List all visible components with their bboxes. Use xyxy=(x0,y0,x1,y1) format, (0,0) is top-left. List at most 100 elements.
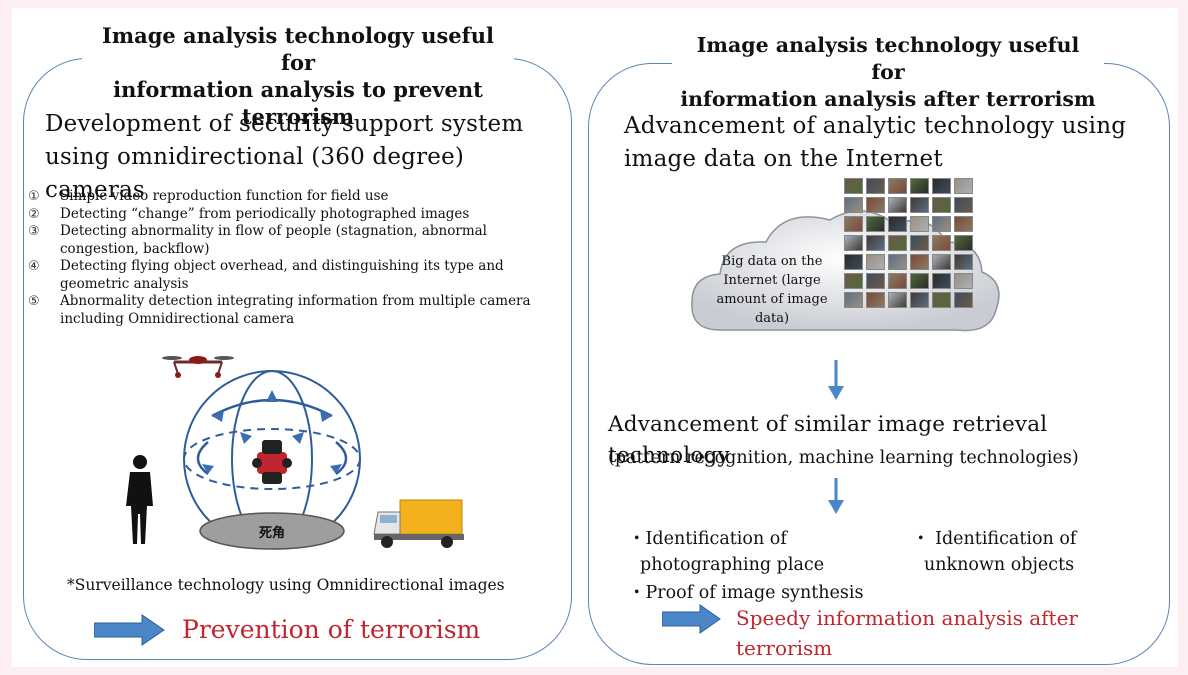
image-thumbnail xyxy=(888,178,907,194)
step2-heading: Advancement of similar image retrieval t… xyxy=(608,412,1048,468)
down-arrow-icon xyxy=(828,478,844,514)
image-thumbnail xyxy=(844,197,863,213)
image-thumbnail xyxy=(932,254,951,270)
drone-icon xyxy=(162,356,234,378)
image-thumbnail xyxy=(954,178,973,194)
illustration-caption: *Surveillance technology using Omnidirec… xyxy=(67,576,505,594)
left-heading-line2: using omnidirectional (360 degree) camer… xyxy=(45,144,465,203)
item-text: Simple video reproduction function for f… xyxy=(60,188,389,204)
right-title-line2: information analysis after terrorism xyxy=(680,87,1096,111)
image-thumbnail xyxy=(866,292,885,308)
truck-icon xyxy=(373,499,464,548)
item-text: Abnormality detection integrating inform… xyxy=(60,293,531,309)
cloud-line1: Big data on the xyxy=(721,254,823,269)
image-thumbnail xyxy=(888,254,907,270)
diagram-canvas: Image analysis technology useful for inf… xyxy=(12,8,1178,667)
item-number: ③ xyxy=(28,224,40,239)
image-thumbnail xyxy=(866,197,885,213)
bullet1-line1: ・Identification of xyxy=(628,529,787,549)
right-panel-title: Image analysis technology useful for inf… xyxy=(672,32,1104,113)
bullet-unknown-objects: ・ Identification of unknown objects xyxy=(912,526,1076,578)
image-thumbnail xyxy=(844,235,863,251)
item-text: Detecting abnormality in flow of people … xyxy=(60,223,487,239)
image-thumbnail xyxy=(844,254,863,270)
image-thumbnail xyxy=(932,235,951,251)
left-title-line2: information analysis to prevent xyxy=(113,77,483,102)
image-thumbnail xyxy=(866,254,885,270)
image-thumbnail xyxy=(954,273,973,289)
cloud-label: Big data on the Internet (large amount o… xyxy=(712,252,832,328)
image-thumbnail xyxy=(844,273,863,289)
image-thumbnail xyxy=(888,273,907,289)
image-thumbnail xyxy=(888,216,907,232)
person-silhouette-icon xyxy=(126,455,153,544)
image-thumbnail-grid xyxy=(844,178,973,308)
list-item: ⑤ Abnormality detection integrating infor… xyxy=(26,293,556,328)
image-thumbnail xyxy=(954,254,973,270)
image-thumbnail xyxy=(954,235,973,251)
image-thumbnail xyxy=(844,216,863,232)
image-thumbnail xyxy=(932,178,951,194)
image-thumbnail xyxy=(844,178,863,194)
right-heading: Advancement of analytic technology using… xyxy=(624,110,1164,176)
image-thumbnail xyxy=(888,197,907,213)
image-thumbnail xyxy=(932,197,951,213)
cloud-line4: data) xyxy=(754,311,790,326)
image-thumbnail xyxy=(954,216,973,232)
bullet1-line2: photographing place xyxy=(640,555,825,575)
omnidirectional-camera-illustration: 死角 xyxy=(126,356,464,550)
item-number: ⑤ xyxy=(28,294,40,309)
left-panel-title: Image analysis technology useful for inf… xyxy=(82,22,514,130)
bullet-image-synthesis: ・Proof of image synthesis xyxy=(628,583,864,603)
image-thumbnail xyxy=(910,254,929,270)
left-heading-line1: Development of security support system xyxy=(45,111,524,137)
item-number: ② xyxy=(28,206,40,222)
image-thumbnail xyxy=(954,292,973,308)
right-panel xyxy=(588,63,1170,665)
item-number: ④ xyxy=(28,259,40,274)
right-result-line1: Speedy information analysis after xyxy=(736,606,1078,630)
left-heading: Development of security support system u… xyxy=(45,108,565,207)
omnidirectional-camera-icon xyxy=(252,440,292,484)
image-thumbnail xyxy=(932,292,951,308)
item-text-cont: congestion, backflow) xyxy=(60,240,210,257)
image-thumbnail xyxy=(866,273,885,289)
cloud-line2: Internet (large xyxy=(723,273,821,288)
image-thumbnail xyxy=(910,178,929,194)
bullet2-line1: ・ Identification of xyxy=(912,529,1077,549)
image-thumbnail xyxy=(866,216,885,232)
image-thumbnail xyxy=(888,292,907,308)
blind-spot-area xyxy=(199,512,345,550)
image-thumbnail xyxy=(910,197,929,213)
result-arrow-icon xyxy=(94,614,165,646)
image-thumbnail xyxy=(932,273,951,289)
result-arrow-icon xyxy=(662,604,721,634)
image-thumbnail xyxy=(910,235,929,251)
right-heading-line2: image data on the Internet xyxy=(624,146,943,172)
image-thumbnail xyxy=(910,292,929,308)
left-panel xyxy=(23,58,572,660)
direction-arrowheads xyxy=(202,390,342,474)
right-heading-line1: Advancement of analytic technology using xyxy=(624,113,1127,139)
item-text: Detecting flying object overhead, and di… xyxy=(60,258,504,274)
image-thumbnail xyxy=(954,197,973,213)
item-text-cont: geometric analysis xyxy=(60,275,189,292)
cloud-line3: amount of image xyxy=(716,292,828,307)
right-result-line2: terrorism xyxy=(736,636,833,660)
item-number: ① xyxy=(28,189,40,204)
bullet-photographing-place: ・Identification of photographing place xyxy=(628,526,824,578)
item-text-cont: including Omnidirectional camera xyxy=(60,310,295,327)
list-item: ① Simple video reproduction function for … xyxy=(26,188,556,206)
blind-spot-label: 死角 xyxy=(259,525,285,541)
image-thumbnail xyxy=(888,235,907,251)
image-thumbnail xyxy=(910,273,929,289)
step2-subheading: (pattern recognition, machine learning t… xyxy=(608,448,1079,468)
right-result-text: Speedy information analysis after terror… xyxy=(736,603,1078,663)
right-title-line1: Image analysis technology useful for xyxy=(696,33,1080,84)
item-text: Detecting “change” from periodically pho… xyxy=(60,205,470,222)
down-arrow-icon xyxy=(828,360,844,400)
image-thumbnail xyxy=(866,235,885,251)
left-title-line3: terrorism xyxy=(241,104,355,129)
bullet2-line2: unknown objects xyxy=(924,555,1075,575)
list-item: ③ Detecting abnormality in flow of people… xyxy=(26,223,556,258)
